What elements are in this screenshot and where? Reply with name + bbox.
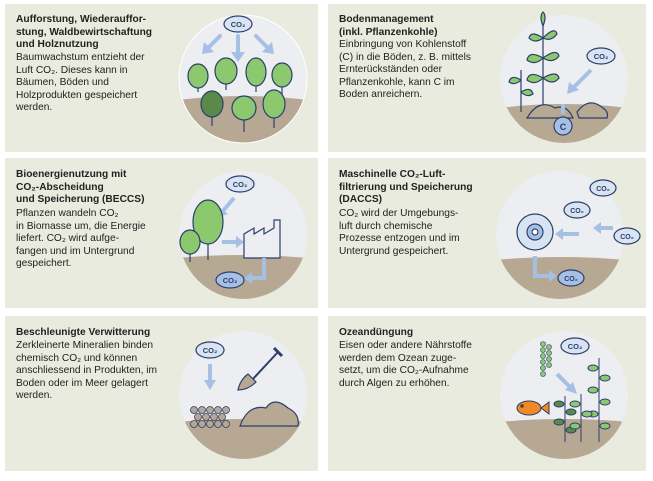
gravel-icon [190, 406, 230, 428]
factory-icon [243, 219, 281, 259]
svg-text:CO₂: CO₂ [233, 180, 248, 189]
panel-soil-management: Bodenmanagement (inkl. Pflanzenkohle) Ei… [328, 4, 646, 152]
plant-icon [508, 11, 560, 112]
daccs-illustration: CO₂ CO₂ CO₂ CO₂ [496, 171, 641, 299]
panel-daccs: Maschinelle CO₂-Luft- filtrierung und Sp… [328, 158, 646, 308]
panel-title: Maschinelle CO₂-Luft- filtrierung und Sp… [339, 169, 473, 206]
carbon-icon: C [553, 116, 573, 136]
tree-icon [187, 57, 293, 132]
panel-title: Bioenergienutzung mit CO₂-Abscheidung un… [16, 169, 145, 206]
svg-text:CO₂: CO₂ [596, 186, 610, 193]
panel-title: Ozeandüngung [339, 327, 414, 338]
cloud-icon: CO₂ [223, 15, 253, 33]
panel-title: Aufforstung, Wiederauffor- stung, Waldbe… [16, 14, 153, 51]
panel-afforestation: Aufforstung, Wiederauffor- stung, Waldbe… [5, 4, 318, 152]
svg-text:CO₂: CO₂ [620, 234, 634, 241]
cloud-icon: CO₂ [560, 337, 590, 355]
cloud-icon: CO₂ [215, 271, 245, 289]
soil-carbon-illustration: CO₂ C [500, 11, 628, 143]
cloud-icon: CO₂ [225, 175, 255, 193]
shovel-icon [237, 346, 284, 391]
svg-text:CO₂: CO₂ [223, 276, 238, 285]
panel-title: Beschleunigte Verwitterung [16, 327, 151, 338]
weathering-illustration: CO₂ [179, 331, 307, 459]
forest-illustration: CO₂ [178, 14, 308, 144]
arrow-icon [206, 34, 270, 54]
fan-icon [516, 213, 554, 251]
panel-title: Bodenmanagement (inkl. Pflanzenkohle) [339, 14, 438, 38]
panel-beccs: Bioenergienutzung mit CO₂-Abscheidung un… [5, 158, 318, 308]
cloud-icon: CO₂ [586, 47, 616, 65]
cloud-icon: CO₂ CO₂ CO₂ [563, 179, 641, 245]
panel-weathering: Beschleunigte Verwitterung Zerkleinerte … [5, 316, 318, 471]
cloud-icon: CO₂ [557, 269, 585, 287]
ocean-fertilization-illustration: CO₂ [500, 331, 628, 459]
fish-icon [516, 400, 550, 416]
panel-description: Pflanzen wandeln CO₂ in Biomasse um, die… [16, 208, 146, 270]
tree-icon [179, 199, 224, 262]
panel-ocean-fertilization: Ozeandüngung Eisen oder andere Nährstoff… [328, 316, 646, 471]
panel-description: Eisen oder andere Nährstoffe werden dem … [339, 340, 472, 389]
panel-description: Baumwachstum entzieht der Luft CO₂. Dies… [16, 52, 145, 114]
svg-text:CO₂: CO₂ [564, 276, 578, 283]
svg-text:CO₂: CO₂ [568, 342, 583, 351]
panel-description: Einbringung von Kohlenstoff (C) in die B… [339, 39, 471, 101]
svg-text:CO₂: CO₂ [203, 346, 218, 355]
algae-icon [553, 358, 611, 442]
svg-text:CO₂: CO₂ [594, 52, 609, 61]
cloud-icon: CO₂ [195, 341, 225, 359]
panel-description: CO₂ wird der Umgebungs- luft durch chemi… [339, 208, 460, 257]
svg-text:CO₂: CO₂ [570, 208, 584, 215]
svg-text:C: C [560, 122, 567, 132]
nutrient-dots-icon [540, 341, 552, 377]
beccs-illustration: CO₂ CO₂ [179, 171, 307, 299]
co2-label: CO₂ [231, 20, 246, 29]
panel-description: Zerkleinerte Mineralien binden chemisch … [16, 340, 158, 402]
